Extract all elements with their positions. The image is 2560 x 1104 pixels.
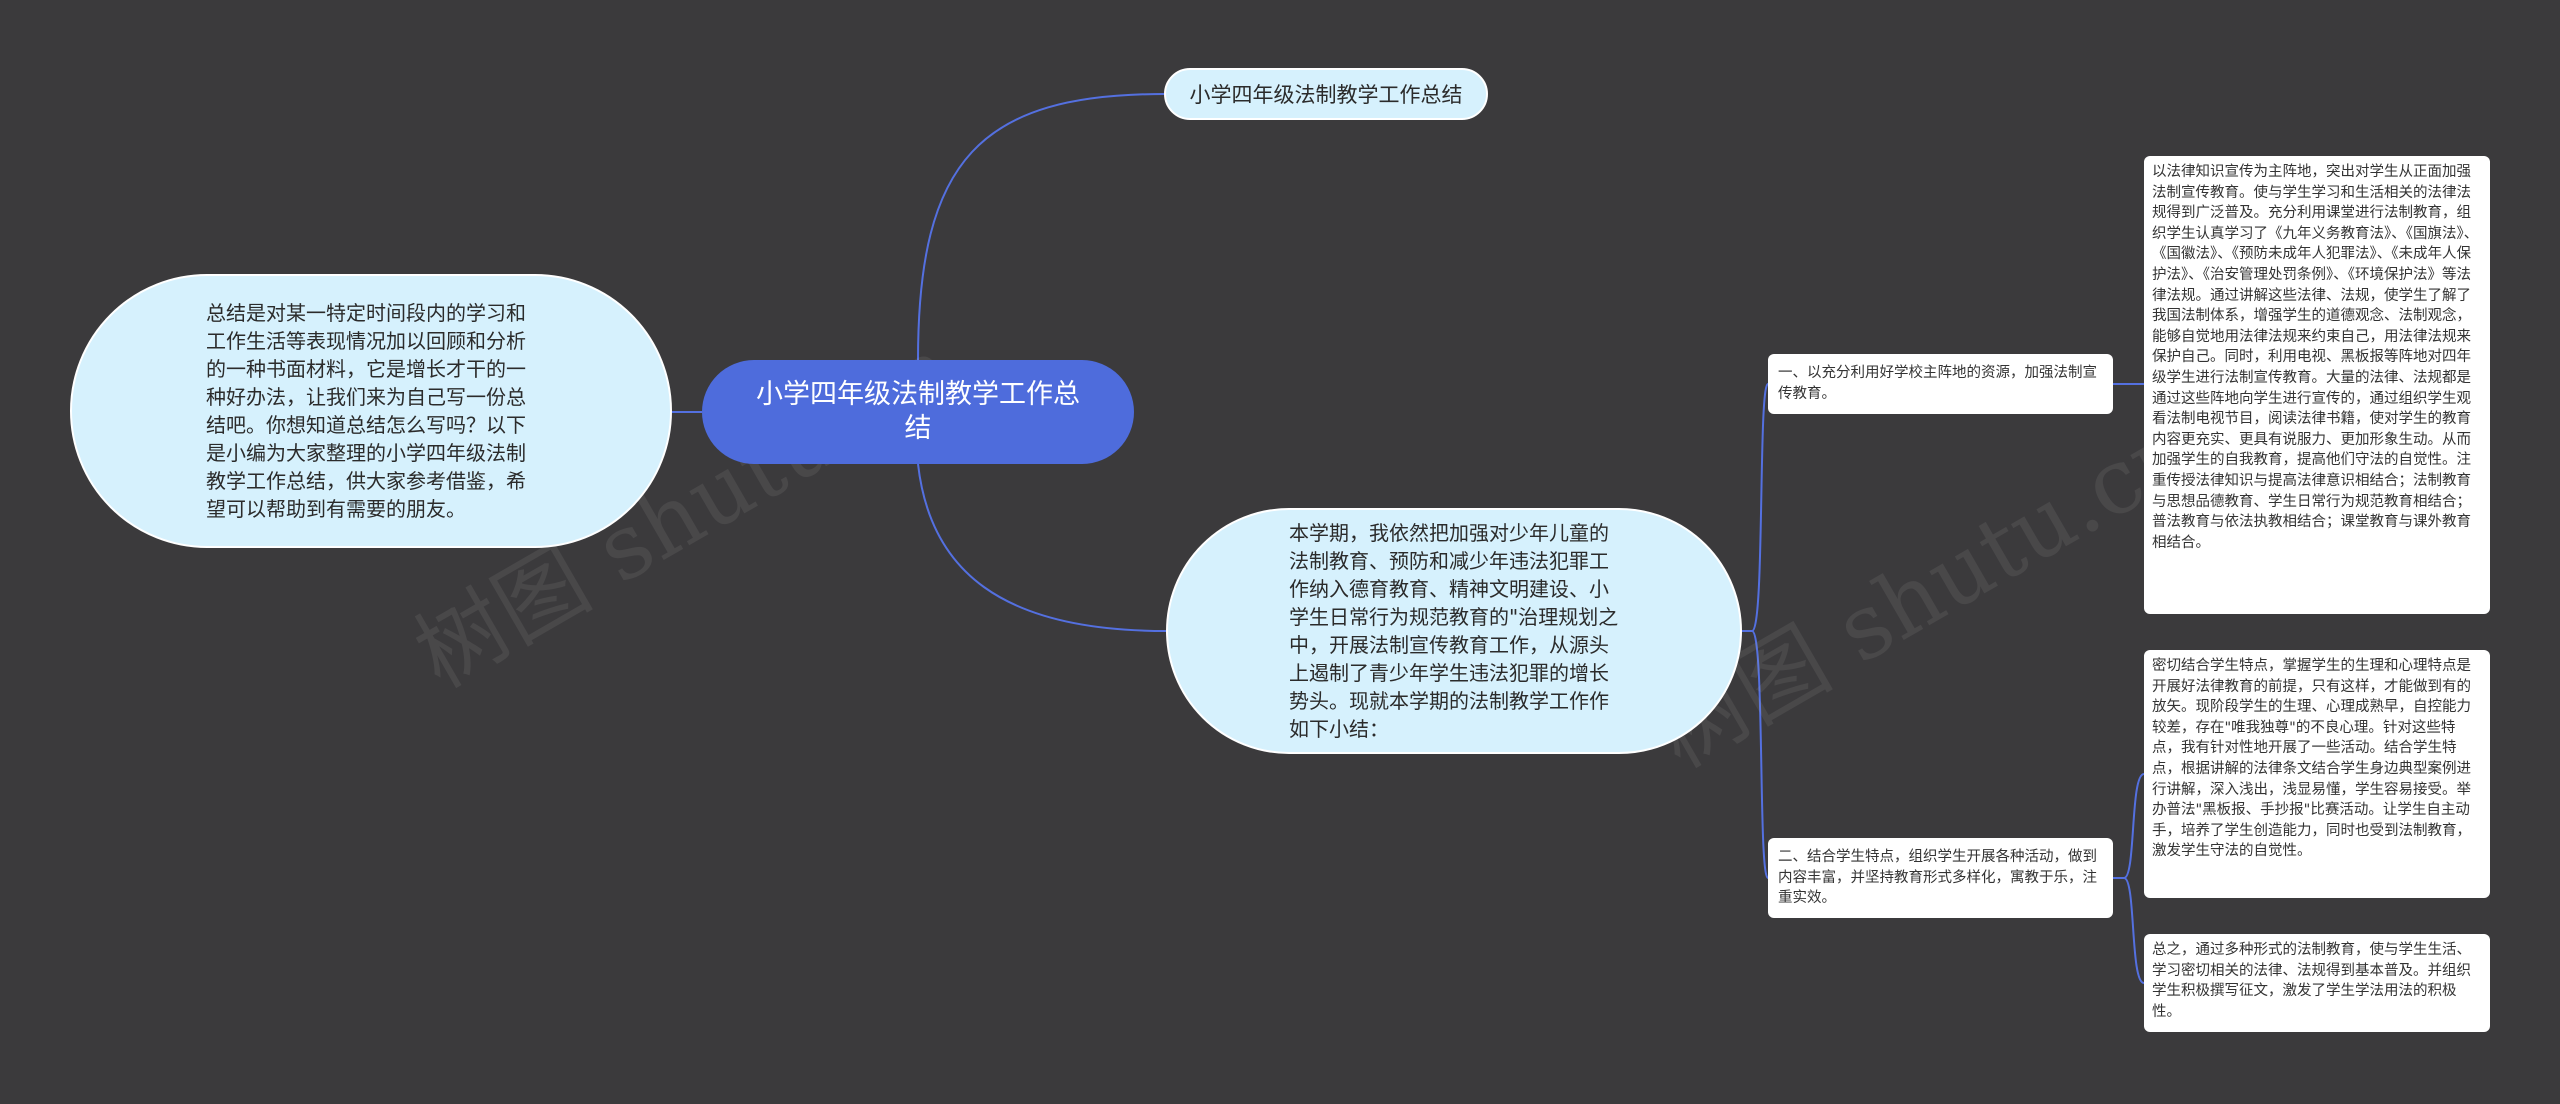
branch-node-1-text: 一、以充分利用好学校主阵地的资源，加强法制宣传教育。 [1778,365,2097,402]
branch-node-2-text: 二、结合学生特点，组织学生开展各种活动，做到内容丰富，并坚持教育形式多样化，寓教… [1778,849,2097,907]
edge-branch2-leaf2 [2113,773,2145,879]
leaf-node-1-text: 以法律知识宣传为主阵地，突出对学生从正面加强法制宣传教育。使与学生学习和生活相关… [2152,164,2479,551]
leaf-node-3-text: 总之，通过多种形式的法制教育，使与学生生活、学习密切相关的法律、法规得到基本普及… [2152,942,2471,1020]
intro-node[interactable]: 总结是对某一特定时间段内的学习和工作生活等表现情况加以回顾和分析的一种书面材料，… [70,274,672,548]
branch-node-1[interactable]: 一、以充分利用好学校主阵地的资源，加强法制宣传教育。 [1768,354,2113,414]
edge-branch2-leaf3 [2113,877,2145,984]
summary-node-text: 本学期，我依然把加强对少年儿童的法制教育、预防和减少年违法犯罪工作纳入德育教育、… [1289,521,1619,741]
summary-node[interactable]: 本学期，我依然把加强对少年儿童的法制教育、预防和减少年违法犯罪工作纳入德育教育、… [1166,508,1742,754]
root-topic[interactable]: 小学四年级法制教学工作总结 [702,360,1134,464]
title-node[interactable]: 小学四年级法制教学工作总结 [1164,68,1488,120]
root-topic-label: 小学四年级法制教学工作总结 [756,379,1080,444]
leaf-node-3[interactable]: 总之，通过多种形式的法制教育，使与学生生活、学习密切相关的法律、法规得到基本普及… [2144,934,2490,1032]
intro-node-text: 总结是对某一特定时间段内的学习和工作生活等表现情况加以回顾和分析的一种书面材料，… [206,301,526,521]
leaf-node-2-text: 密切结合学生特点，掌握学生的生理和心理特点是开展好法律教育的前提，只有这样，才能… [2152,658,2471,860]
edge-root-mid [917,463,1167,632]
leaf-node-2[interactable]: 密切结合学生特点，掌握学生的生理和心理特点是开展好法律教育的前提，只有这样，才能… [2144,650,2490,898]
edge-mid-branch1 [1742,383,1769,632]
edge-mid-branch2 [1742,630,1769,879]
title-node-label: 小学四年级法制教学工作总结 [1189,83,1463,107]
edge-root-top [917,93,1165,361]
branch-node-2[interactable]: 二、结合学生特点，组织学生开展各种活动，做到内容丰富，并坚持教育形式多样化，寓教… [1768,838,2113,918]
leaf-node-1[interactable]: 以法律知识宣传为主阵地，突出对学生从正面加强法制宣传教育。使与学生学习和生活相关… [2144,156,2490,614]
